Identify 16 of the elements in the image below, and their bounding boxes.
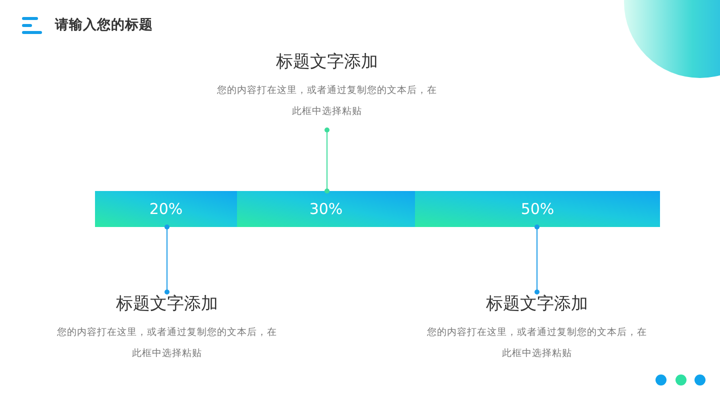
percentage-label: 50% xyxy=(520,200,554,218)
heading-text: 标题文字添加 xyxy=(276,51,378,74)
body-text: 您的内容打在这里，或者通过复制您的文本后，在此框中选择粘贴 xyxy=(426,326,648,361)
connector-line xyxy=(534,224,540,294)
page-title: 请输入您的标题 xyxy=(55,16,153,34)
connector-line xyxy=(164,224,170,294)
connector-line xyxy=(324,128,330,194)
bar-segment xyxy=(237,191,415,227)
bar-segment xyxy=(415,191,660,227)
percentage-label: 30% xyxy=(309,200,343,218)
heading-text: 标题文字添加 xyxy=(486,293,588,316)
bar-segment xyxy=(95,191,237,227)
body-text: 您的内容打在这里，或者通过复制您的文本后，在此框中选择粘贴 xyxy=(56,326,278,361)
heading-text: 标题文字添加 xyxy=(116,293,218,316)
body-text: 您的内容打在这里，或者通过复制您的文本后，在此框中选择粘贴 xyxy=(216,84,438,119)
percentage-label: 20% xyxy=(149,200,183,218)
